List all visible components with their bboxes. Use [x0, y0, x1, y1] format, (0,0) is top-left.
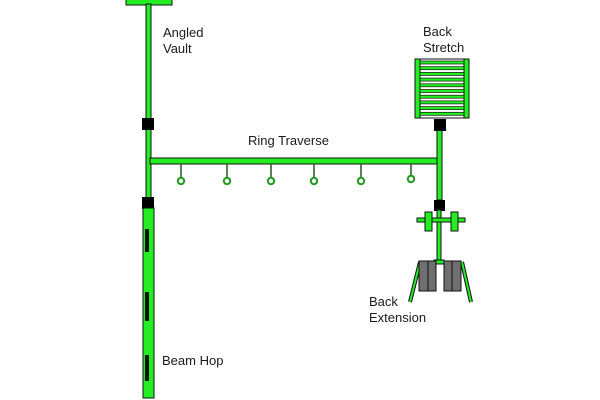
back-stretch-label: Back Stretch: [423, 24, 465, 55]
back-extension-label: Back Extension: [369, 294, 427, 325]
ring: [176, 176, 186, 186]
left-upper-joint: [142, 118, 154, 130]
traverse-bar: [149, 157, 440, 165]
beam-marker: [145, 229, 149, 252]
back-extension: [408, 209, 473, 303]
stretch-left-rail: [414, 58, 421, 119]
stretch-slat: [419, 100, 465, 105]
ring: [356, 176, 366, 186]
stretch-slat: [419, 66, 465, 71]
stretch-slat: [419, 83, 465, 88]
beam-marker: [145, 355, 149, 381]
right-pole: [436, 127, 443, 201]
vault-pole: [145, 3, 152, 121]
stretch-slats: [419, 60, 465, 116]
beam-marker: [145, 292, 149, 321]
ring: [309, 176, 319, 186]
extension-left-leg-fill: [409, 261, 421, 303]
stretch-right-rail: [463, 58, 470, 119]
ring: [222, 176, 232, 186]
right-upper-joint: [434, 119, 446, 131]
ring-traverse-label: Ring Traverse: [248, 133, 329, 148]
ring: [406, 174, 416, 184]
extension-pad-left: [424, 211, 433, 232]
plate: [427, 260, 437, 292]
stretch-slat: [419, 77, 465, 82]
plate: [443, 260, 453, 292]
stretch-slat: [419, 60, 465, 65]
ring: [266, 176, 276, 186]
stretch-slat: [419, 94, 465, 99]
extension-crossbar: [416, 217, 466, 223]
extension-pad-right: [450, 211, 459, 232]
beam-hop: [142, 207, 155, 399]
left-lower-joint: [142, 197, 154, 209]
plate: [418, 260, 429, 292]
stretch-slat: [419, 111, 465, 116]
ring-traverse: [149, 157, 440, 186]
stretch-slat: [419, 72, 465, 76]
rings-group: [176, 164, 416, 186]
right-lower-joint: [434, 200, 445, 211]
plate: [451, 260, 462, 292]
extension-right-leg-fill: [461, 261, 472, 303]
stretch-slat: [419, 89, 465, 93]
stretch-slat: [419, 106, 465, 110]
angled-vault-label: Angled Vault: [163, 25, 204, 56]
angled-vault: [125, 0, 173, 121]
beam-hop-label: Beam Hop: [162, 353, 224, 368]
back-stretch: [414, 58, 470, 119]
